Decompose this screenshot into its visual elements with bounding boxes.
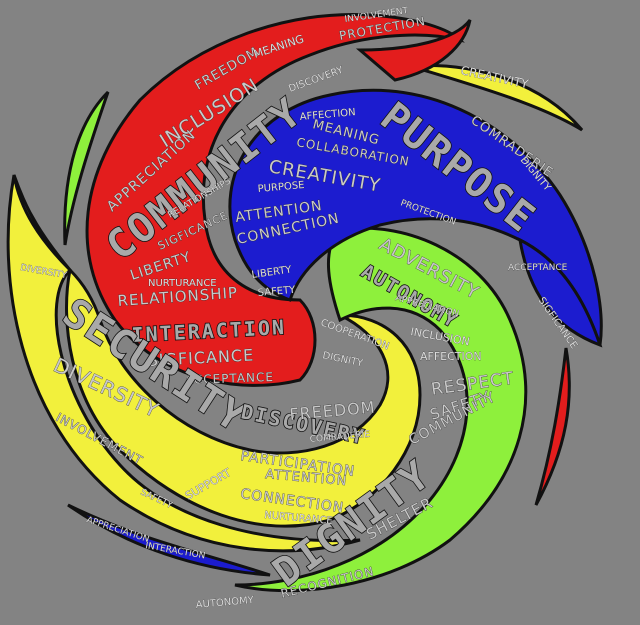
green-sliver-left — [63, 90, 110, 246]
red-sliver-right — [534, 347, 571, 506]
blue-word: PURPOSE — [257, 180, 305, 195]
blue-arm-tail — [518, 237, 603, 348]
blue-word: AFFECTION — [299, 107, 356, 123]
green-word: AUTONOMY — [195, 595, 255, 611]
green-word: AFFECTION — [420, 350, 482, 363]
red-word: ACCEPTANCE — [185, 370, 275, 387]
red-arm-tip — [355, 19, 472, 82]
yellow-sliver-top-right — [409, 63, 584, 132]
red-word: NURTURANCE — [148, 278, 217, 289]
blue-sliver-bottom-left — [67, 503, 271, 577]
blue-word: SAFETY — [257, 285, 296, 299]
yellow-arm-tail — [6, 174, 361, 553]
red-arm — [85, 12, 465, 387]
yellow-word: ATTENTION — [265, 467, 348, 489]
green-arm — [234, 226, 528, 593]
blue-word: ACCEPTANCE — [508, 263, 568, 273]
